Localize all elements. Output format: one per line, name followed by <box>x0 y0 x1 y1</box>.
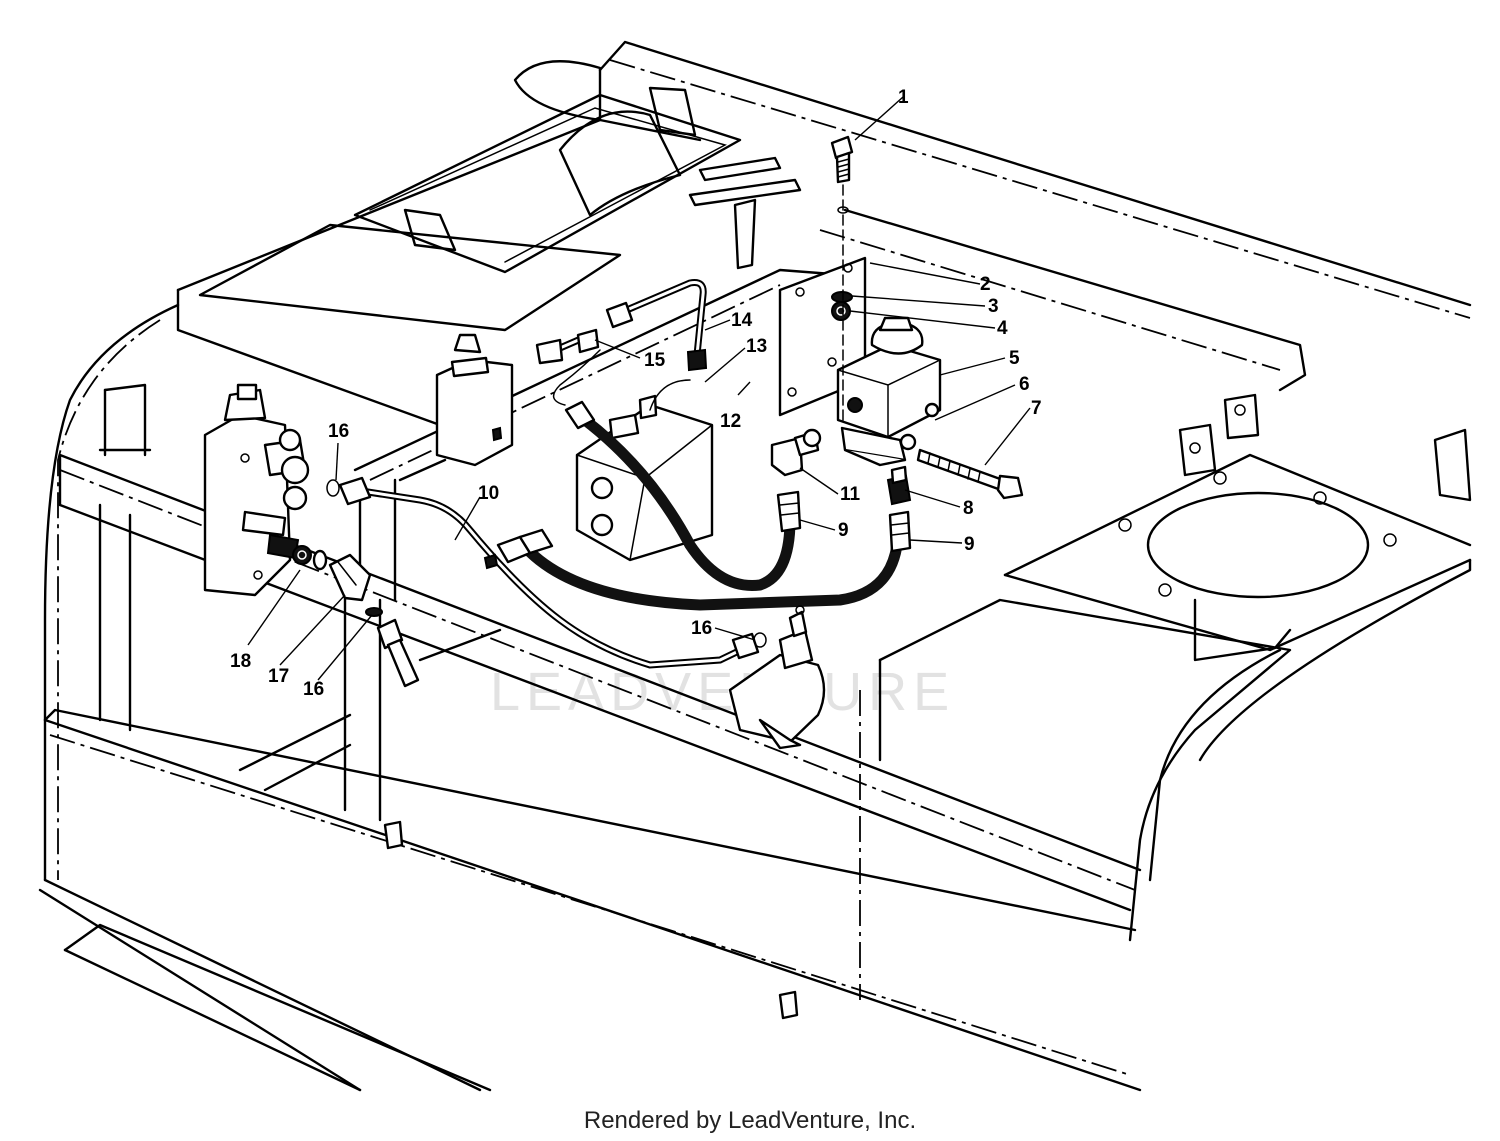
callout-12: 12 <box>720 411 741 432</box>
callout-10: 10 <box>478 483 499 504</box>
callout-3: 3 <box>988 296 999 317</box>
callout-2: 2 <box>980 274 991 295</box>
left-fittings <box>292 479 420 688</box>
callout-9-upper: 9 <box>838 520 849 541</box>
callout-4: 4 <box>997 318 1008 339</box>
footer-credit: Rendered by LeadVenture, Inc. <box>583 1107 917 1134</box>
callout-9-lower: 9 <box>964 534 975 555</box>
bolt-1 <box>830 135 854 214</box>
chassis-body <box>38 40 1472 1092</box>
fitting-8 <box>886 465 912 506</box>
callout-16-upper: 16 <box>328 421 349 442</box>
callout-17: 17 <box>268 666 289 687</box>
control-valve-bottom <box>728 605 826 750</box>
control-valve-left <box>203 383 310 597</box>
solenoid-block-left <box>435 333 514 467</box>
callout-16-lower: 16 <box>303 679 324 700</box>
callout-5: 5 <box>1009 348 1020 369</box>
callouts: 1 2 3 4 5 6 7 8 9 9 10 11 12 13 14 15 16… <box>230 87 1042 700</box>
callout-6: 6 <box>1019 374 1030 395</box>
rigid-tubes <box>338 279 760 669</box>
bolt-7 <box>899 433 1024 500</box>
callout-8: 8 <box>963 498 974 519</box>
callout-16-middle: 16 <box>691 618 712 639</box>
callout-18: 18 <box>230 651 251 672</box>
callout-1: 1 <box>898 87 909 108</box>
watermark: LEADVENTURE <box>490 662 955 722</box>
callout-7: 7 <box>1031 398 1042 419</box>
callout-14: 14 <box>731 310 753 331</box>
parts-diagram: LEADVENTURE <box>38 40 1472 1092</box>
washer-stack <box>831 291 853 321</box>
callout-15: 15 <box>644 350 666 371</box>
callout-13: 13 <box>746 336 767 357</box>
elbow-fitting-11 <box>770 428 822 477</box>
solenoid-valve <box>836 316 942 467</box>
callout-11: 11 <box>840 484 861 505</box>
hydraulic-hoses <box>496 400 912 611</box>
